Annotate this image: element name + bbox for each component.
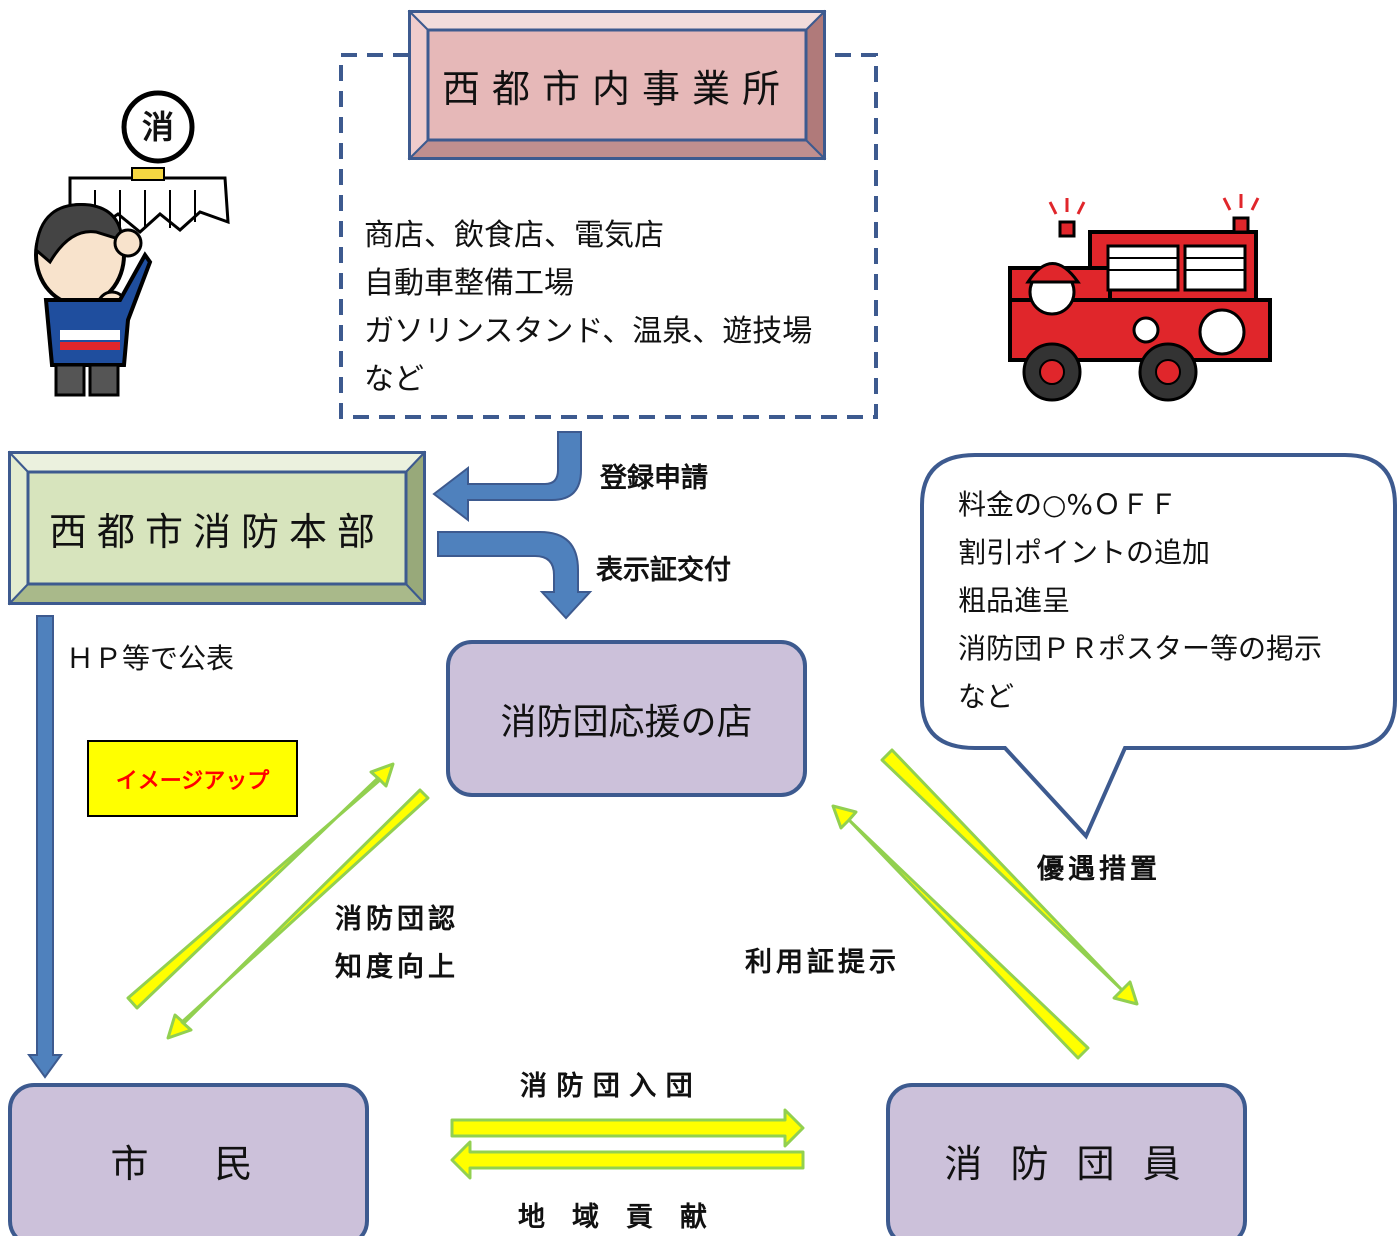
firefighter-mascot-illustration — [34, 90, 230, 397]
card-label: 利用証提示 — [745, 947, 900, 978]
registration-arrow — [432, 431, 582, 523]
arrow-citizen-to-member — [450, 1108, 805, 1148]
business-list: 商店、飲食店、電気店 自動車整備工場 ガソリンスタンド、温泉、遊技場 など — [364, 212, 812, 404]
issue-label: 表示証交付 — [596, 555, 731, 586]
publish-label: ＨＰ等で公表 — [66, 642, 235, 675]
business-list-item: 商店、飲食店、電気店 — [364, 218, 664, 253]
arrow-store-to-member — [880, 748, 1139, 1006]
awareness-label-line1: 消防団認 — [335, 904, 459, 935]
issue-arrow — [437, 531, 593, 620]
publish-arrow — [27, 615, 63, 1079]
contribution-label: 地 域 貢 献 — [518, 1202, 707, 1233]
benefit-item: 料金の○%ＯＦＦ — [958, 488, 1178, 521]
citizen-box-frame — [8, 1083, 369, 1236]
business-list-item: ガソリンスタンド、温泉、遊技場 — [364, 314, 813, 349]
business-list-item: など — [364, 362, 424, 397]
member-box-title: 消 防 団 員 — [944, 1141, 1189, 1186]
benefits-callout — [920, 453, 1397, 840]
top-box-frame — [407, 9, 827, 161]
top-box-title: 西都市内事業所 — [441, 66, 792, 111]
awareness-label-line2: 知度向上 — [335, 952, 459, 983]
registration-label: 登録申請 — [600, 463, 708, 494]
join-label: 消 防 団 入 団 — [520, 1071, 693, 1102]
image-up-badge: イメージアップ — [87, 740, 298, 817]
hq-box-title: 西都市消防本部 — [48, 509, 385, 554]
arrow-citizen-to-store — [126, 762, 395, 1010]
store-box-frame — [446, 640, 807, 797]
store-box-title: 消防団応援の店 — [500, 701, 753, 743]
member-box-frame — [886, 1083, 1247, 1236]
benefit-item: 粗品進呈 — [958, 584, 1071, 617]
benefit-item: 割引ポイントの追加 — [958, 536, 1211, 569]
citizen-box-title: 市 民 — [110, 1141, 267, 1186]
benefits-list: 料金の○%ＯＦＦ 割引ポイントの追加 粗品進呈 消防団ＰＲポスター等の掲示 など — [958, 481, 1322, 721]
arrow-member-to-store — [831, 804, 1090, 1060]
arrow-store-to-citizen — [166, 788, 430, 1040]
business-list-item: 自動車整備工場 — [364, 266, 574, 301]
preferential-label: 優遇措置 — [1037, 854, 1161, 885]
arrow-member-to-citizen — [450, 1140, 805, 1180]
benefit-item: 消防団ＰＲポスター等の掲示 — [958, 632, 1323, 665]
image-up-label: イメージアップ — [115, 768, 270, 794]
fire-truck-illustration — [1008, 194, 1272, 402]
hq-box-frame — [7, 450, 427, 606]
mascot-sign-glyph: 消 — [141, 108, 174, 146]
benefit-item: など — [958, 680, 1015, 713]
